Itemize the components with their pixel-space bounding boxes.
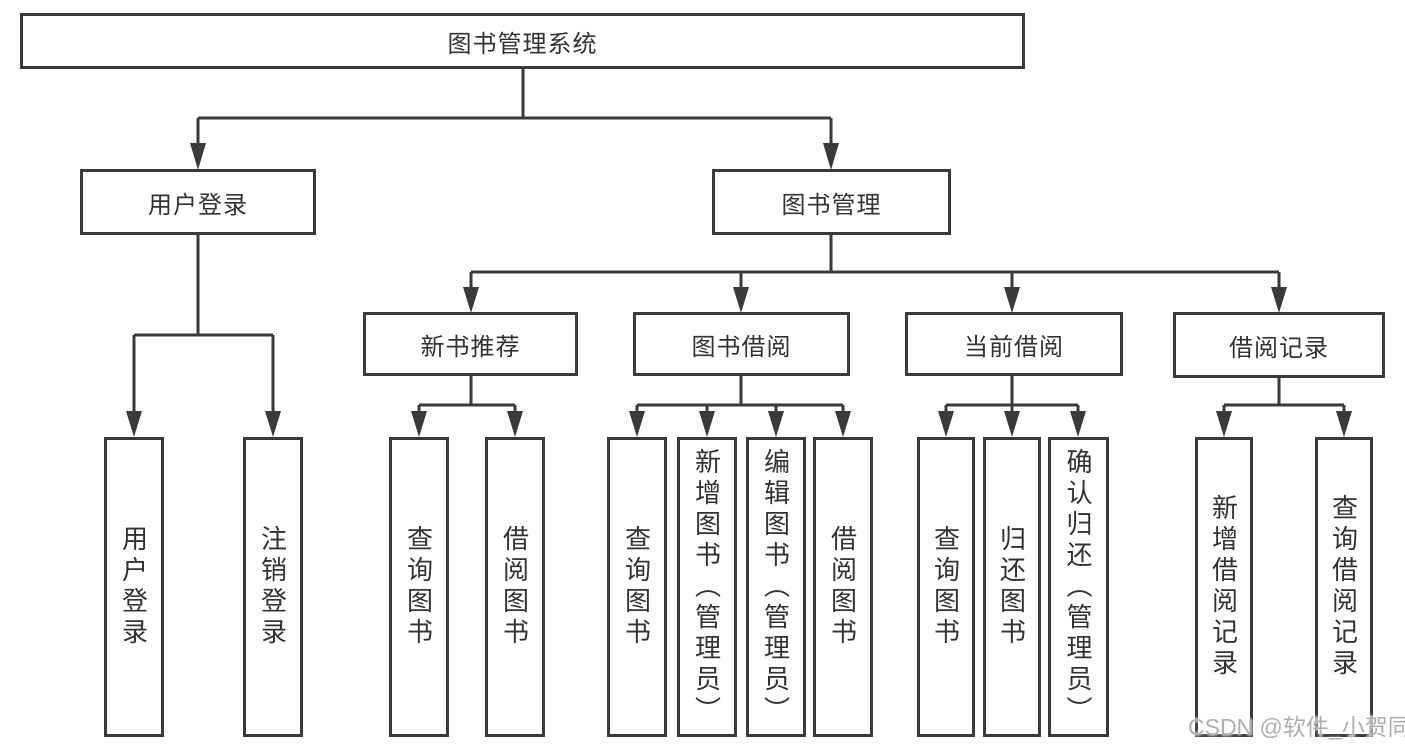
leaf-logout: 注销登录	[243, 437, 303, 737]
node-book-borrowing: 图书借阅	[633, 312, 850, 376]
arrowheads	[126, 143, 1352, 437]
leaf-query-books: 查询图书	[389, 437, 449, 737]
leaf-query-borrow-record: 查询借阅记录	[1315, 437, 1373, 737]
leaf-edit-book-admin: 编辑图书（管理员）	[746, 437, 806, 737]
node-current-borrowing: 当前借阅	[905, 312, 1123, 376]
node-library-management-system: 图书管理系统	[20, 13, 1025, 69]
leaf-add-book-admin: 新增图书（管理员）	[677, 437, 737, 737]
leaf-confirm-return-admin: 确认归还（管理员）	[1048, 437, 1109, 737]
csdn-watermark: CSDN @软件_小贺同学	[1188, 714, 1405, 740]
leaf-query-books: 查询图书	[607, 437, 667, 737]
leaf-query-books: 查询图书	[917, 437, 975, 737]
node-new-book-recommendation: 新书推荐	[363, 312, 578, 376]
node-book-management: 图书管理	[712, 169, 951, 235]
leaf-borrow-books: 借阅图书	[813, 437, 873, 737]
leaf-return-books: 归还图书	[983, 437, 1041, 737]
leaf-borrow-books: 借阅图书	[485, 437, 545, 737]
connector-paths	[132, 69, 1346, 416]
leaf-add-borrow-record: 新增借阅记录	[1195, 437, 1253, 737]
node-user-login: 用户登录	[80, 169, 316, 235]
leaf-user-login: 用户登录	[104, 437, 164, 737]
node-borrowing-records: 借阅记录	[1173, 312, 1385, 378]
